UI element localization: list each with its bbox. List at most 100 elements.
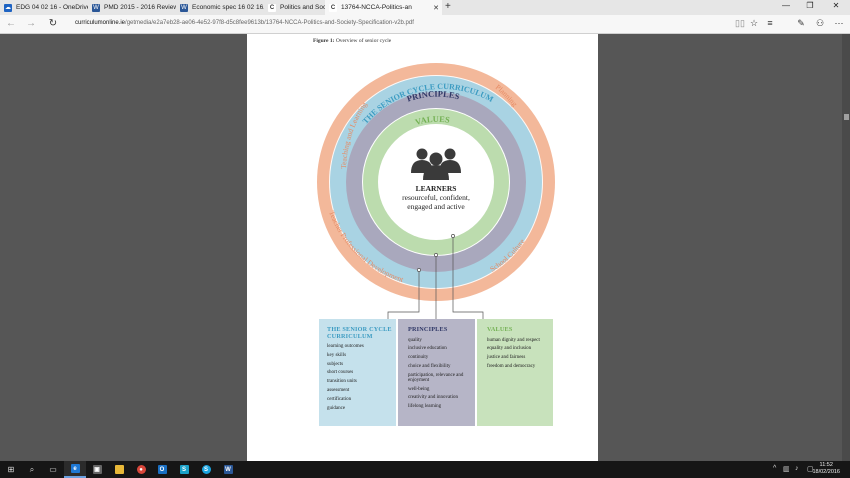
back-arrow-icon[interactable]: ← <box>6 18 16 29</box>
list-item: certification <box>327 396 352 402</box>
connector-lines <box>387 236 484 319</box>
reading-view-icon[interactable]: ▯▯ <box>735 18 745 28</box>
list-item: assessment <box>327 387 350 393</box>
store-icon: ▣ <box>92 465 102 474</box>
start-windows-icon[interactable]: ⊞ <box>7 465 15 474</box>
pdf-viewer[interactable]: Figure 1: Overview of senior cycle Teach… <box>0 34 850 461</box>
show-hidden-icons-icon[interactable]: ^ <box>773 465 777 472</box>
scrollbar-thumb[interactable] <box>844 114 849 120</box>
word-icon: W <box>92 3 100 12</box>
word-icon: W <box>180 3 188 12</box>
forward-arrow-icon[interactable]: → <box>26 18 36 29</box>
box-principles-title: PRINCIPLES <box>408 326 448 333</box>
edge-taskbar-button[interactable]: e <box>64 461 86 478</box>
minimize-icon[interactable]: — <box>782 1 790 10</box>
word-icon: W <box>223 465 233 474</box>
curriculum-list: learning outcomes key skills subjects sh… <box>327 344 396 411</box>
tab-politics-society[interactable]: C Politics and Society <box>264 0 352 15</box>
center-line-1: resourceful, confident, <box>402 193 470 202</box>
list-item: human dignity and respect <box>487 337 540 343</box>
list-item: well-being <box>408 386 430 392</box>
list-item: creativity and innovation <box>408 395 458 401</box>
volume-icon[interactable]: ♪ <box>795 465 799 472</box>
url-path: /getmedia/e2a7eb28-ae06-4e52-97f8-d5c8fe… <box>125 20 414 26</box>
list-item: inclusive education <box>408 346 447 352</box>
tab-label: Politics and Society <box>280 4 337 11</box>
center-line-2: engaged and active <box>407 202 465 211</box>
tab-onedrive[interactable]: ☁ EDG 04 02 16 - OneDrive <box>0 0 88 15</box>
onedrive-icon: ☁ <box>4 3 12 12</box>
store-taskbar-button[interactable]: ▣ <box>86 461 108 478</box>
share-icon[interactable]: ⚇ <box>815 18 825 28</box>
list-item: learning outcomes <box>327 344 364 349</box>
hub-icon[interactable]: ≡ <box>767 18 773 28</box>
figure-title: Overview of senior cycle <box>334 38 392 44</box>
favorite-star-icon[interactable]: ☆ <box>749 18 759 28</box>
chrome-taskbar-button[interactable]: ● <box>130 461 152 478</box>
vertical-scrollbar[interactable] <box>842 34 850 461</box>
box-principles: PRINCIPLES quality inclusive education c… <box>398 319 475 426</box>
list-item: key skills <box>327 352 347 358</box>
clock-date: 18/02/2016 <box>812 469 840 475</box>
folder-icon <box>114 465 124 474</box>
maximize-icon[interactable]: ❐ <box>806 1 814 10</box>
box-values-title: VALUES <box>487 326 513 333</box>
notifications-icon[interactable]: ▢ <box>807 466 814 473</box>
list-item: guidance <box>327 405 346 411</box>
tab-label: Economic spec 16 02 16.doc <box>192 4 264 11</box>
url-field[interactable]: curriculumonline.ie/getmedia/e2a7eb28-ae… <box>75 20 414 26</box>
principles-list: quality inclusive education continuity c… <box>408 338 475 410</box>
curriculum-site-icon: C <box>329 3 337 12</box>
chrome-icon: ● <box>136 465 146 474</box>
web-note-icon[interactable]: ✎ <box>797 18 805 28</box>
task-view-icon[interactable]: ▭ <box>49 465 57 474</box>
list-item: justice and fairness <box>487 355 526 361</box>
skype-icon: S <box>201 465 211 474</box>
list-item: continuity <box>408 355 429 361</box>
close-window-icon[interactable]: ✕ <box>832 1 840 10</box>
list-item: equality and inclusion <box>487 346 532 352</box>
box-values: VALUES human dignity and respect equalit… <box>477 319 553 426</box>
list-item: quality <box>408 337 422 343</box>
new-tab-button[interactable]: + <box>445 1 451 12</box>
outlook-icon: O <box>157 465 167 474</box>
center-circle <box>378 124 494 240</box>
values-list: human dignity and respect equality and i… <box>487 338 553 370</box>
refresh-icon[interactable]: ↻ <box>48 18 58 29</box>
close-tab-icon[interactable]: ✕ <box>433 4 439 12</box>
list-item: choice and flexibility <box>408 363 451 369</box>
tab-pmd-review[interactable]: W PMD 2015 - 2016 Review Aol <box>88 0 176 15</box>
center-title: LEARNERS <box>416 184 457 193</box>
box-curriculum-title: THE SENIOR CYCLE CURRICULUM <box>327 326 392 340</box>
outlook-taskbar-button[interactable]: O <box>151 461 173 478</box>
tab-label: PMD 2015 - 2016 Review Aol <box>104 4 176 11</box>
word-taskbar-button[interactable]: W <box>217 461 239 478</box>
edge-icon: e <box>70 464 80 473</box>
tab-label: EDG 04 02 16 - OneDrive <box>16 4 88 11</box>
people-icon <box>411 148 461 180</box>
search-icon[interactable]: ⌕ <box>29 464 35 474</box>
connector-dots <box>417 234 455 272</box>
list-item: transition units <box>327 379 357 385</box>
figure-caption: Figure 1: Overview of senior cycle <box>313 38 391 44</box>
sway-icon: S <box>179 465 189 474</box>
tab-ncca-pdf[interactable]: C 13764-NCCA-Politics-an ✕ <box>325 0 442 15</box>
tab-bar: ☁ EDG 04 02 16 - OneDrive W PMD 2015 - 2… <box>0 0 850 15</box>
taskbar: ⊞ ⌕ ▭ e ▣ ● O S S W ^ ▥ ♪ ▢ 11:52 18/02/… <box>0 461 850 478</box>
pdf-page: Figure 1: Overview of senior cycle Teach… <box>247 34 598 461</box>
network-icon[interactable]: ▥ <box>783 466 790 473</box>
sway-taskbar-button[interactable]: S <box>173 461 195 478</box>
clock[interactable]: 11:52 18/02/2016 <box>812 462 840 476</box>
label-values: VALUES <box>414 114 451 127</box>
figure-label: Figure 1: <box>313 38 335 44</box>
more-icon[interactable]: ⋯ <box>834 18 844 28</box>
file-explorer-taskbar-button[interactable] <box>108 461 130 478</box>
skype-taskbar-button[interactable]: S <box>195 461 217 478</box>
address-bar: ← → ↻ curriculumonline.ie/getmedia/e2a7e… <box>0 15 850 34</box>
list-item: short courses <box>327 370 354 376</box>
clock-time: 11:52 <box>819 462 833 468</box>
box-curriculum: THE SENIOR CYCLE CURRICULUM learning out… <box>319 319 396 426</box>
list-item: lifelong learning <box>408 404 442 410</box>
senior-cycle-diagram: Teaching and Learning Planning Teacher P… <box>317 63 555 319</box>
tab-economic-spec[interactable]: W Economic spec 16 02 16.doc <box>176 0 264 15</box>
